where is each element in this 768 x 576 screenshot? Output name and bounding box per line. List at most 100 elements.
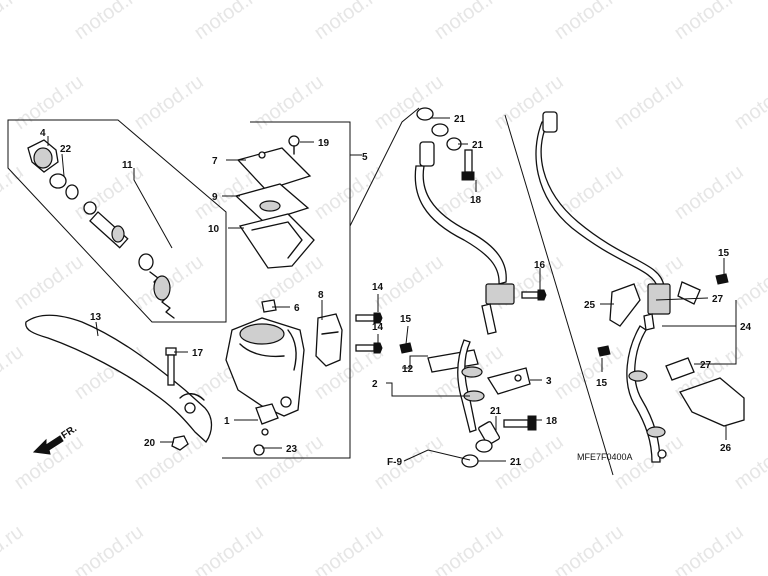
hose-assembly-lower — [457, 339, 501, 446]
pivot-bolt — [165, 347, 177, 386]
holder-bracket — [315, 313, 343, 367]
bolt-16 — [521, 289, 547, 301]
switch-screw — [253, 444, 265, 456]
callout-17: 17 — [192, 348, 204, 359]
callout-9: 9 — [212, 192, 218, 203]
callout-23: 23 — [286, 444, 298, 455]
bolt-15-right — [597, 273, 729, 357]
watermark-text: motod.ru — [190, 521, 267, 576]
bolt-15-left — [399, 342, 413, 354]
callout-6: 6 — [294, 303, 300, 314]
callout-20: 20 — [144, 438, 156, 449]
piston-boot — [27, 139, 59, 173]
callout-27-upper: 27 — [712, 294, 724, 305]
watermark-text: motod.ru — [670, 0, 747, 44]
watermark-text: motod.ru — [250, 431, 327, 494]
callout-26: 26 — [720, 443, 732, 454]
callout-10: 10 — [208, 224, 220, 235]
watermark-text: motod.ru — [310, 521, 387, 576]
mounting-bolt-upper — [355, 312, 383, 324]
watermark-text: motod.ru — [0, 341, 28, 404]
diagram-code: MFE7F0400A — [577, 452, 633, 462]
pivot-nut — [171, 435, 189, 451]
watermark-text: motod.ru — [310, 161, 387, 224]
watermark-text: motod.ru — [730, 71, 768, 134]
callout-12: 12 — [402, 364, 414, 375]
watermark-text: motod.ru — [370, 431, 447, 494]
brake-switch — [255, 403, 279, 436]
circlip — [49, 173, 79, 200]
callout-8: 8 — [318, 290, 324, 301]
callout-15-right-lower: 15 — [596, 378, 608, 389]
watermark-text: motod.ru — [10, 431, 87, 494]
callout-14-upper: 14 — [372, 282, 384, 293]
callout-18-upper: 18 — [470, 195, 482, 206]
master-cylinder-body — [225, 317, 305, 417]
brake-hose — [414, 141, 515, 335]
watermark-text: motod.ru — [190, 0, 267, 44]
bracket-right-lower — [679, 377, 745, 427]
clamp-right — [665, 281, 701, 381]
hose-divider-line — [349, 107, 614, 476]
callout-labels: 4 22 11 5 19 7 9 10 6 8 14 14 13 17 1 23… — [40, 114, 752, 468]
callout-15-left: 15 — [400, 314, 412, 325]
callout-27-lower: 27 — [700, 360, 712, 371]
diaphragm — [238, 213, 315, 269]
callout-22: 22 — [60, 144, 72, 155]
callout-4: 4 — [40, 128, 46, 139]
callout-11: 11 — [122, 160, 133, 171]
watermark-text: motod.ru — [10, 251, 87, 314]
reservoir-cap — [236, 147, 312, 191]
callout-15-right-top: 15 — [718, 248, 730, 259]
callout-24: 24 — [740, 322, 752, 333]
callout-13: 13 — [90, 312, 102, 323]
watermark-text: motod.ru — [430, 521, 507, 576]
watermark-text: motod.ru — [550, 0, 627, 44]
callout-5: 5 — [362, 152, 368, 163]
watermark-text: motod.ru — [730, 431, 768, 494]
watermark-text: motod.ru — [670, 161, 747, 224]
callout-1: 1 — [224, 416, 230, 427]
watermark-text: motod.ru — [670, 521, 747, 576]
cap-screw — [288, 135, 300, 155]
cap-plate — [234, 183, 310, 223]
brake-lever — [25, 314, 213, 443]
watermark-text: motod.ru — [0, 0, 28, 44]
watermark-text: motod.ru — [70, 161, 147, 224]
reservoir-screw — [261, 299, 277, 313]
watermark-text: motod.ru — [490, 431, 567, 494]
watermark-text: motod.ru — [130, 431, 207, 494]
watermark-text: motod.ru — [70, 0, 147, 44]
watermark-text: motod.ru — [130, 71, 207, 134]
leader-lines — [47, 117, 737, 462]
bracket-right-upper — [609, 283, 641, 327]
callout-21-second: 21 — [472, 140, 484, 151]
watermark-text: motod.ru — [0, 161, 28, 224]
callout-18-lower: 18 — [546, 416, 558, 427]
watermark-text: motod.ru — [610, 71, 687, 134]
watermark-text: motod.ru — [310, 0, 387, 44]
watermark-text: motod.ru — [70, 521, 147, 576]
watermark-text: motod.ru — [430, 0, 507, 44]
callout-21-top: 21 — [454, 114, 466, 125]
callout-16: 16 — [534, 260, 546, 271]
mounting-bolt-lower — [355, 342, 383, 354]
callout-3: 3 — [546, 376, 552, 387]
callout-7: 7 — [212, 156, 218, 167]
master-cylinder-frame — [7, 119, 362, 459]
piston-set — [83, 201, 175, 319]
watermark-text: motod.ru — [250, 71, 327, 134]
banjo-bolts — [461, 149, 537, 431]
callout-14-lower: 14 — [372, 322, 384, 333]
watermark-text: motod.ru — [0, 521, 28, 576]
callout-21-lower: 21 — [490, 406, 502, 417]
callout-21-bottom: 21 — [510, 457, 522, 468]
watermark-text: motod.ru — [550, 521, 627, 576]
callout-19: 19 — [318, 138, 330, 149]
watermark-text: motod.ru — [10, 71, 87, 134]
reference-label: F-9 — [387, 457, 402, 468]
callout-25: 25 — [584, 300, 596, 311]
callout-2: 2 — [372, 379, 378, 390]
hose-bracket — [486, 367, 531, 395]
